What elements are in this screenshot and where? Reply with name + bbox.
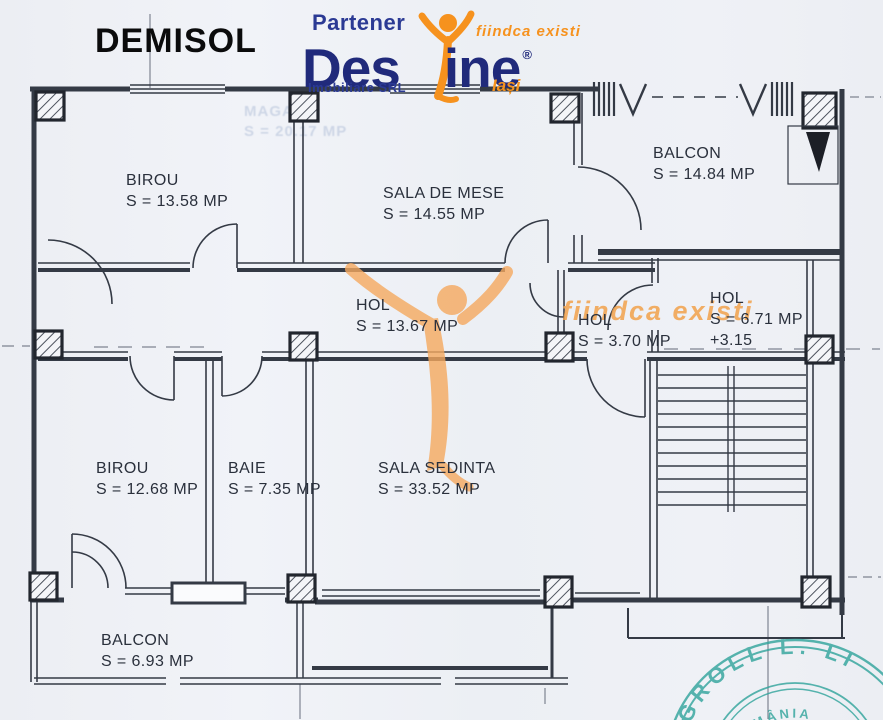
logo-brand-start: Des [302,37,401,99]
watermark-figure-icon [345,263,513,492]
room-label-birou-lower: BIROU S = 12.68 MP [96,460,199,498]
room-label-hol-main: HOL S = 13.67 MP [356,297,459,335]
room-label-hol-small: HOL S = 3.70 MP [578,312,671,350]
registered-mark: ® [522,47,532,62]
room-label-baie: BAIE S = 7.35 MP [228,460,321,498]
room-label-hol-right: HOL S = 6.71 MP +3.15 [710,290,803,349]
stamp-inner-text: ROMÂNIA [728,706,810,720]
level-marker: +3.15 [710,332,753,349]
svg-text:ROMÂNIA: ROMÂNIA [728,706,813,720]
room-label-birou-upper: BIROU S = 13.58 MP [126,172,229,210]
room-label-balcon-lower: BALCON S = 6.93 MP [101,632,194,670]
logo-brand-end: ine [443,37,521,99]
room-label-balcon-upper: BALCON S = 14.84 MP [653,145,756,183]
corner-marker [787,125,839,185]
axis-lines [2,14,881,719]
walls [30,84,845,685]
staircase [658,366,806,512]
door-arcs [47,166,654,589]
room-label-sala-de-mese: SALA DE MESE S = 14.55 MP [383,185,505,223]
logo-tagline: fiindca existi [476,23,581,40]
logo-partener: Partener [312,10,406,35]
room-label-sala-sedinta: SALA SEDINTA S = 33.52 MP [378,460,496,498]
logo-company: Imobiliare SRL [308,80,407,95]
notary-stamp: GROLL L. LI ROMÂNIA M.T. [672,634,883,720]
balcony-railing [592,82,794,118]
logo-figure-icon [418,10,475,103]
logo-city: Iași [492,76,521,95]
plan-title: DEMISOL [95,22,257,60]
watermark-tagline: fiindca existi [562,296,754,326]
svg-text:GROLL L. LI: GROLL L. LI [672,634,862,720]
structural-columns [28,90,838,609]
stamp-arc-text: GROLL L. LI [672,634,856,720]
